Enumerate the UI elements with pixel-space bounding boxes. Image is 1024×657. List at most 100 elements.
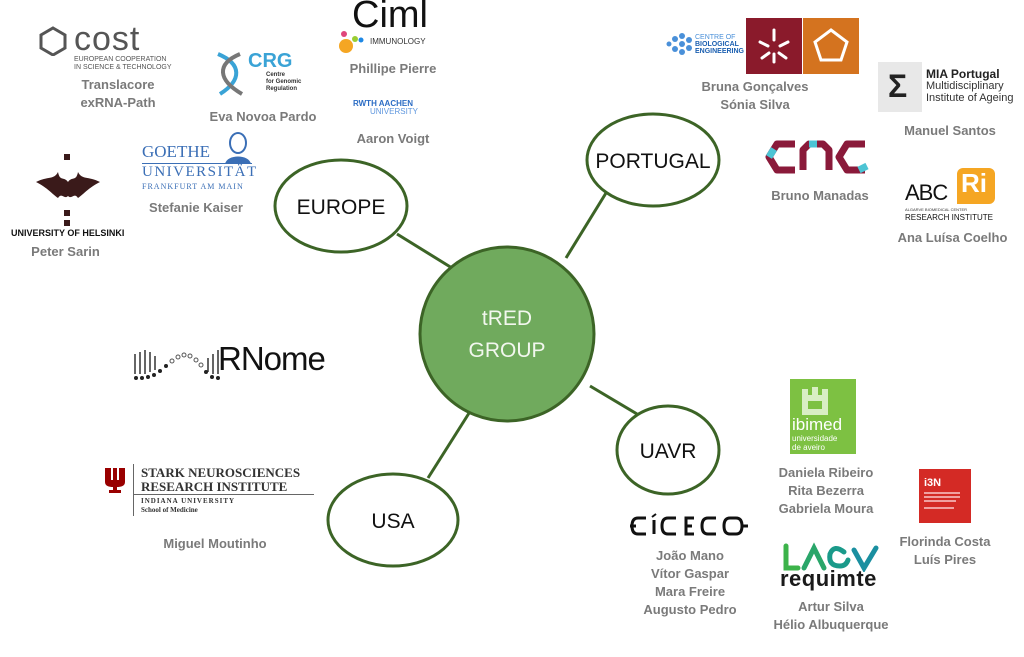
- node-usa-label: USA: [371, 510, 414, 533]
- goethe-logo-line2: UNIVERSITÄT: [142, 164, 258, 180]
- partner-name: Stefanie Kaiser: [149, 200, 243, 215]
- laqv-logo: requimte: [778, 540, 886, 594]
- ceb-names: Bruna Gonçalves Sónia Silva: [690, 78, 820, 114]
- partner-name: Aaron Voigt: [356, 131, 430, 146]
- crg-logo-sub: Centre: [266, 72, 286, 78]
- crg-logo-sub: for Genomic: [266, 79, 302, 85]
- stark-logo-line4: School of Medicine: [141, 506, 198, 514]
- molecule-icon: [339, 31, 364, 53]
- helsinki-logo: UNIVERSITY OF HELSINKI: [8, 152, 125, 238]
- laqv-logo-sub: requimte: [780, 566, 877, 591]
- node-portugal[interactable]: PORTUGAL: [585, 112, 721, 208]
- ibimed-logo: ibimed universidade de aveiro: [790, 379, 856, 454]
- edge-europe: [396, 232, 453, 270]
- ciceco-logo: [628, 512, 750, 540]
- goethe-portrait-icon: [225, 132, 251, 164]
- abcri-logo-sub2: RESEARCH INSTITUTE: [905, 213, 994, 222]
- ciml-logo: Ciml IMMUNOLOGY: [338, 0, 438, 55]
- node-usa[interactable]: USA: [326, 472, 460, 568]
- partner-name: João Mano: [656, 548, 724, 563]
- edges: [396, 192, 638, 479]
- i3n-names: Florinda Costa Luís Pires: [890, 533, 1000, 569]
- crg-names: Eva Novoa Pardo: [203, 108, 323, 126]
- cost-logo-sub2: IN SCIENCE & TECHNOLOGY: [74, 64, 172, 71]
- partner-name: Rita Bezerra: [788, 483, 864, 498]
- stark-logo-line3: INDIANA UNIVERSITY: [141, 497, 236, 505]
- crg-logo-text: CRG: [248, 50, 293, 72]
- ceb-logo-line2: BIOLOGICAL: [695, 41, 739, 48]
- ciml-logo-sub: IMMUNOLOGY: [370, 37, 426, 46]
- rnome-logo: RNome: [132, 340, 337, 384]
- crg-logo-sub: Regulation: [266, 86, 297, 92]
- partner-name: Gabriela Moura: [778, 501, 874, 516]
- edge-uavr: [589, 384, 638, 416]
- partner-name: Eva Novoa Pardo: [209, 109, 317, 124]
- ibimed-building-icon: [802, 387, 828, 415]
- cost-logo-sub1: EUROPEAN COOPERATION: [74, 56, 167, 63]
- partner-name: Bruno Manadas: [771, 188, 869, 203]
- edge-portugal: [564, 192, 608, 259]
- rwth-names: Aaron Voigt: [333, 130, 453, 148]
- edge-usa: [426, 409, 473, 479]
- stark-logo: STARK NEUROSCIENCES RESEARCH INSTITUTE I…: [103, 464, 318, 520]
- ceb-dots-icon: [666, 33, 692, 55]
- stark-logo-line1: STARK NEUROSCIENCES: [141, 465, 301, 480]
- partner-name: Luís Pires: [913, 552, 977, 567]
- cost-logo-text: cost: [74, 20, 141, 58]
- partner-name: Bruna Gonçalves: [701, 79, 809, 94]
- ciml-logo-text: Ciml: [352, 0, 428, 36]
- stark-logo-line2: RESEARCH INSTITUTE: [141, 479, 288, 494]
- i3n-logo-text: i3N: [924, 477, 942, 489]
- ibimed-logo-sub1: universidade: [792, 434, 838, 443]
- mia-logo-line3: Institute of Ageing: [926, 92, 1014, 104]
- node-europe[interactable]: EUROPE: [273, 158, 409, 254]
- partner-name: Translacore: [81, 77, 155, 92]
- laqv-logo-mark: [783, 542, 879, 572]
- goethe-logo-line3: FRANKFURT AM MAIN: [142, 182, 244, 191]
- mia-logo-line1: MIA Portugal: [926, 67, 1000, 81]
- cnc-logo-mark: [765, 140, 869, 174]
- cnc-names: Bruno Manadas: [755, 187, 885, 205]
- partner-name: Florinda Costa: [899, 534, 991, 549]
- partner-name: Phillipe Pierre: [349, 61, 437, 76]
- helsinki-names: Peter Sarin: [8, 243, 123, 261]
- sigma-icon: Σ: [888, 68, 908, 104]
- partner-name: Peter Sarin: [31, 244, 100, 259]
- cnc-logo: [765, 138, 873, 176]
- mia-names: Manuel Santos: [895, 122, 1005, 140]
- goethe-names: Stefanie Kaiser: [136, 199, 256, 217]
- partner-name: Miguel Moutinho: [163, 536, 267, 551]
- abcri-logo-text: ABC: [905, 180, 948, 205]
- center-label-line2: GROUP: [468, 339, 545, 362]
- ibimed-logo-text: ibimed: [792, 415, 843, 434]
- helsinki-flame-icon: [36, 154, 100, 226]
- partner-name: Hélio Albuquerque: [773, 617, 889, 632]
- node-portugal-label: PORTUGAL: [595, 150, 710, 173]
- ibimed-names: Daniela Ribeiro Rita Bezerra Gabriela Mo…: [765, 464, 887, 518]
- node-uavr-label: UAVR: [640, 440, 697, 463]
- partner-name: Manuel Santos: [904, 123, 996, 138]
- rna-wave-icon: [134, 350, 220, 380]
- helsinki-logo-text: UNIVERSITY OF HELSINKI: [11, 228, 125, 238]
- abcri-logo-badge: Ri: [961, 168, 987, 198]
- uminho-star-icon: [758, 28, 790, 64]
- partner-name: Sónia Silva: [720, 97, 790, 112]
- abcri-logo-sub1: ALGARVE BIOMEDICAL CENTER: [905, 207, 968, 212]
- ciml-names: Phillipe Pierre: [333, 60, 453, 78]
- partner-name: Augusto Pedro: [643, 602, 737, 617]
- center-node[interactable]: tRED GROUP: [418, 245, 596, 423]
- rnome-logo-text: RNome: [218, 340, 326, 377]
- partner-name: Artur Silva: [798, 599, 864, 614]
- node-uavr[interactable]: UAVR: [615, 404, 721, 496]
- crg-logo: CRG Centre for Genomic Regulation: [212, 50, 312, 100]
- ceb-logo-line3: ENGINEERING: [695, 48, 745, 55]
- ciceco-names: João Mano Vítor Gaspar Mara Freire Augus…: [630, 547, 750, 619]
- partner-name: Vítor Gaspar: [650, 566, 730, 581]
- ibimed-logo-sub2: de aveiro: [792, 443, 825, 452]
- mia-logo: Σ MIA Portugal Multidisciplinary Institu…: [878, 62, 1024, 112]
- partner-name: Mara Freire: [654, 584, 726, 599]
- goethe-logo: GOETHE UNIVERSITÄT FRANKFURT AM MAIN: [140, 130, 258, 192]
- indiana-trident-icon: [105, 468, 125, 493]
- abcri-names: Ana Luísa Coelho: [890, 229, 1015, 247]
